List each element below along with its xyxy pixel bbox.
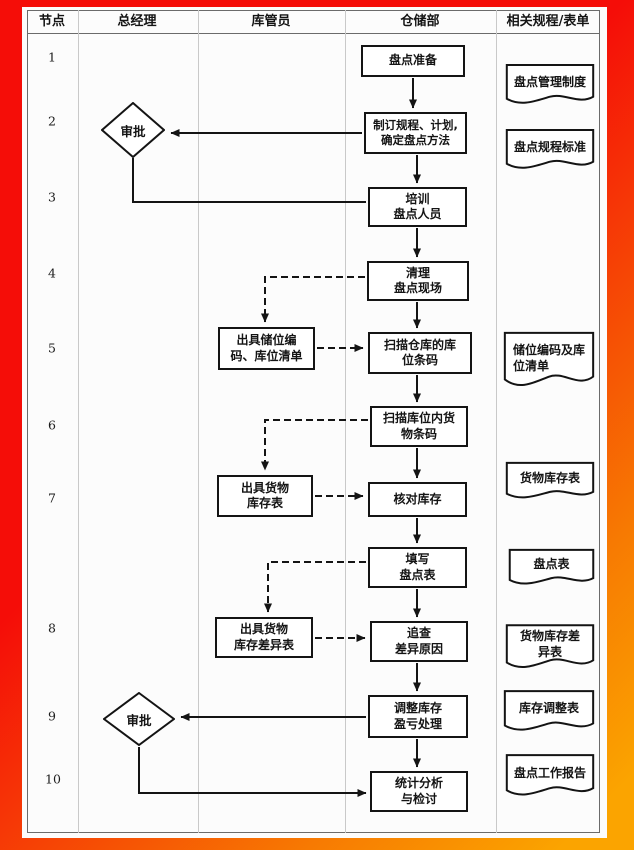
decision-approve-1-label: 审批 — [120, 123, 146, 139]
document-count-sheet: 盘点表 — [508, 548, 595, 590]
document-work-report-label: 盘点工作报告 — [513, 765, 586, 780]
node-number-3: 3 — [48, 189, 56, 205]
document-location-list: 储位编码及库 位清单 — [503, 330, 595, 395]
keeper-box-location-list: 出具储位编 码、库位清单 — [218, 327, 315, 370]
column-divider-4 — [496, 10, 497, 833]
process-box-verify-stock: 核对库存 — [368, 482, 467, 517]
column-divider-2 — [198, 10, 199, 833]
column-divider-1 — [78, 10, 79, 833]
document-work-report: 盘点工作报告 — [505, 753, 595, 802]
node-number-9: 9 — [48, 708, 56, 724]
process-box-plan: 制订规程、计划, 确定盘点方法 — [364, 112, 467, 154]
document-location-list-label: 储位编码及库 位清单 — [512, 342, 585, 373]
column-header-node: 节点 — [38, 14, 66, 29]
document-count-sheet-label: 盘点表 — [533, 557, 570, 572]
document-procedure-standard-label: 盘点规程标准 — [513, 139, 586, 154]
process-box-adjust-stock: 调整库存 盈亏处理 — [368, 695, 468, 738]
keeper-box-diff-table: 出具货物 库存差异表 — [215, 617, 313, 658]
node-number-6: 6 — [48, 417, 56, 433]
document-goods-stock-table-label: 货物库存表 — [519, 470, 580, 485]
decision-approve-1: 审批 — [101, 102, 165, 158]
decision-approve-2-label: 审批 — [126, 712, 152, 728]
document-adjust-table: 库存调整表 — [503, 689, 595, 737]
process-box-trace-diff: 追查 差异原因 — [370, 621, 468, 662]
node-number-10: 10 — [45, 771, 61, 787]
document-diff-table: 货物库存差 异表 — [505, 623, 595, 675]
document-procedure-standard: 盘点规程标准 — [505, 128, 595, 175]
table-outer-border — [27, 10, 600, 833]
node-number-1: 1 — [48, 49, 56, 65]
node-number-5: 5 — [48, 340, 56, 356]
keeper-box-stock-table: 出具货物 库存表 — [217, 475, 313, 517]
node-number-2: 2 — [48, 113, 56, 129]
process-box-scan-locations: 扫描仓库的库 位条码 — [368, 332, 472, 374]
process-box-fill-sheet: 填写 盘点表 — [368, 547, 467, 588]
decision-approve-2: 审批 — [103, 692, 175, 746]
node-number-7: 7 — [48, 490, 56, 506]
process-box-prepare: 盘点准备 — [361, 45, 465, 77]
process-box-analysis: 统计分析 与检讨 — [370, 771, 468, 812]
document-mgmt-system: 盘点管理制度 — [505, 63, 595, 110]
column-header-manager: 总经理 — [117, 14, 157, 29]
header-separator-line — [27, 33, 600, 34]
column-header-keeper: 库管员 — [251, 14, 291, 29]
node-number-8: 8 — [48, 620, 56, 636]
node-number-4: 4 — [48, 265, 56, 281]
process-box-scan-goods: 扫描库位内货 物条码 — [370, 406, 468, 447]
column-header-forms: 相关规程/表单 — [506, 14, 590, 29]
process-box-clean-site: 清理 盘点现场 — [367, 261, 469, 301]
document-mgmt-system-label: 盘点管理制度 — [513, 74, 586, 89]
document-goods-stock-table: 货物库存表 — [505, 461, 595, 504]
document-adjust-table-label: 库存调整表 — [518, 701, 579, 716]
process-box-training: 培训 盘点人员 — [368, 187, 467, 227]
column-header-warehouse: 仓储部 — [400, 14, 440, 29]
document-diff-table-label: 货物库存差 异表 — [519, 629, 580, 659]
